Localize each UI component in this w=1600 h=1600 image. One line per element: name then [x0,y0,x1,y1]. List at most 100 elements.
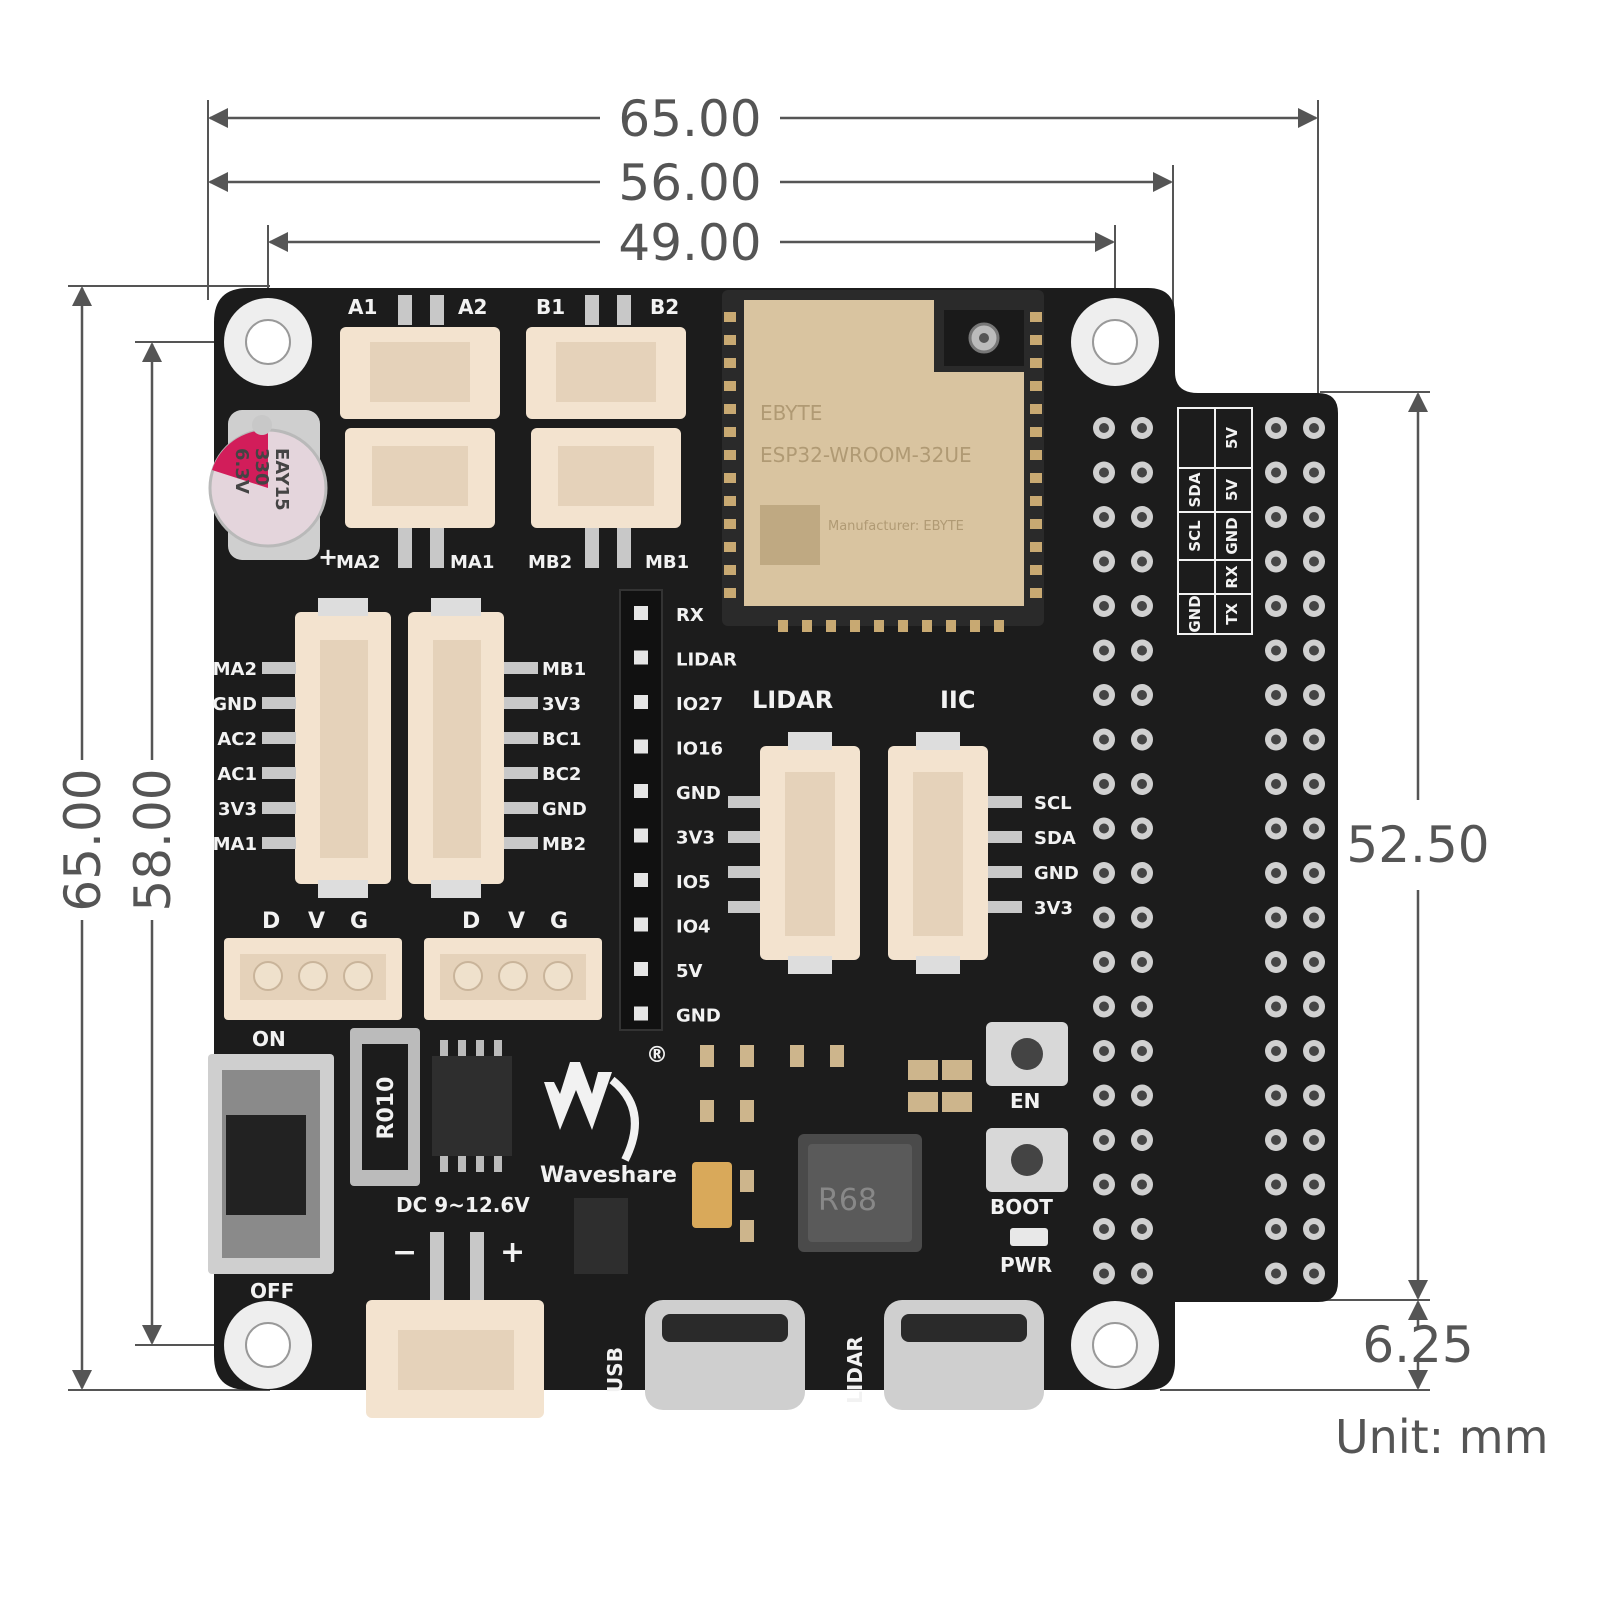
header-pin-hole [1099,779,1109,789]
encoder-b-pin-label: BC2 [542,764,581,785]
power-minus: − [392,1235,417,1270]
pin-table-label: GND [1223,517,1241,554]
header-pin-hole [1099,467,1109,478]
header-pin-hole [1271,556,1281,567]
dim-header-offset: 6.25 [1362,1316,1473,1374]
header-pin-hole [1099,601,1109,611]
label-mb2: MB2 [528,552,572,573]
header-pin-hole [1137,1179,1147,1190]
module-pad [1030,588,1042,598]
encoder-b-pin [504,732,538,744]
module-pad [724,565,736,575]
dim-height-outer: 65.00 [54,768,112,911]
power-switch[interactable] [208,1054,334,1274]
capacitor-line1: EAY15 [271,448,292,511]
module-pad [898,620,908,632]
module-pad [1030,473,1042,483]
iic-pin-label: GND [1034,863,1079,884]
dim-header-length: 52.50 [1346,816,1489,874]
power-input-label: DC 9~12.6V [396,1193,530,1217]
header-pin-hole [1137,1090,1147,1101]
header-pin-hole [1309,1090,1319,1101]
driver-chip [574,1198,628,1274]
header-pin-hole [1309,1179,1319,1190]
gpio-header-pin-label: RX [676,605,704,626]
encoder-a-pin-label: MA1 [213,834,257,855]
header-pin-hole [1137,957,1147,967]
encoder-b-pin-label: MB1 [542,659,586,680]
header-pin-hole [1309,779,1319,789]
header-pin-hole [1137,912,1147,923]
capacitor-plus: + [318,543,338,571]
header-pin-hole [1137,690,1147,700]
header-pin-hole [1137,467,1147,478]
header-pin-hole [1271,1224,1281,1234]
en-button[interactable] [986,1022,1068,1086]
header-pin-hole [1309,1001,1319,1012]
header-pin-hole [1271,512,1281,522]
module-pad [1030,312,1042,322]
servo1-d: D [262,909,280,934]
module-castellated-pads [724,312,1042,632]
module-pad [994,620,1004,632]
power-plus: + [500,1235,525,1270]
servo1-v: V [308,909,325,934]
encoder-b-pin [504,802,538,814]
header-pin-hole [1099,1179,1109,1190]
module-pad [922,620,932,632]
mounting-holes [224,298,1159,1389]
boot-button[interactable] [986,1128,1068,1192]
module-pad [724,381,736,391]
header-pin-hole [1309,1135,1319,1145]
label-ma2: MA2 [336,552,380,573]
encoder-b-pin-label: BC1 [542,729,581,750]
header-pin-hole [1099,556,1109,567]
gpio-header-pin [634,1006,648,1021]
gpio-header-pin [634,917,648,932]
label-a1: A1 [348,295,377,319]
header-pin-hole [1271,1179,1281,1190]
switch-slider[interactable] [226,1115,306,1215]
label-mb1: MB1 [645,552,689,573]
lidar-connector-label: LIDAR [752,686,833,714]
usb-port-label: USB [603,1347,627,1393]
pin-table-label: 5V [1223,479,1241,501]
header-pin-hole [1137,556,1147,567]
header-pin-hole [1271,957,1281,967]
module-pad [1030,404,1042,414]
electrolytic-capacitor [208,410,328,560]
lidar-usb-port-label: LIDAR [843,1336,867,1404]
module-brand: EBYTE [760,401,822,425]
lidar-usb-c-port[interactable] [884,1300,1044,1410]
iic-pin [988,901,1022,913]
gpio-header-pin-label: IO4 [676,917,711,938]
header-pin-hole [1309,467,1319,478]
module-pad [826,620,836,632]
header-pin-hole [1099,823,1109,834]
usb-c-port[interactable] [645,1300,805,1410]
header-pin-hole [1099,645,1109,656]
header-pin-hole [1137,868,1147,878]
module-pad [874,620,884,632]
header-pin-hole [1271,601,1281,611]
switch-on-label: ON [252,1027,286,1051]
encoder-a-pin [262,697,296,709]
header-pin-hole [1271,1090,1281,1101]
header-pin-hole [1309,1046,1319,1056]
encoder-a-pin-label: MA2 [213,659,257,680]
passive-components [700,1045,972,1242]
encoder-a-pin-label: 3V3 [218,799,257,820]
capacitor-line2: 330 [251,448,272,486]
encoder-b-pin-label: 3V3 [542,694,581,715]
resistor-label: R010 [374,1077,399,1140]
dim-width-header: 56.00 [618,154,761,212]
module-pad [1030,450,1042,460]
gpio-header-pin-label: 3V3 [676,828,715,849]
header-pin-hole [1137,1224,1147,1234]
header-pin-hole [1137,779,1147,789]
header-pin-hole [1309,512,1319,522]
pin-table-label: SCL [1186,520,1204,552]
